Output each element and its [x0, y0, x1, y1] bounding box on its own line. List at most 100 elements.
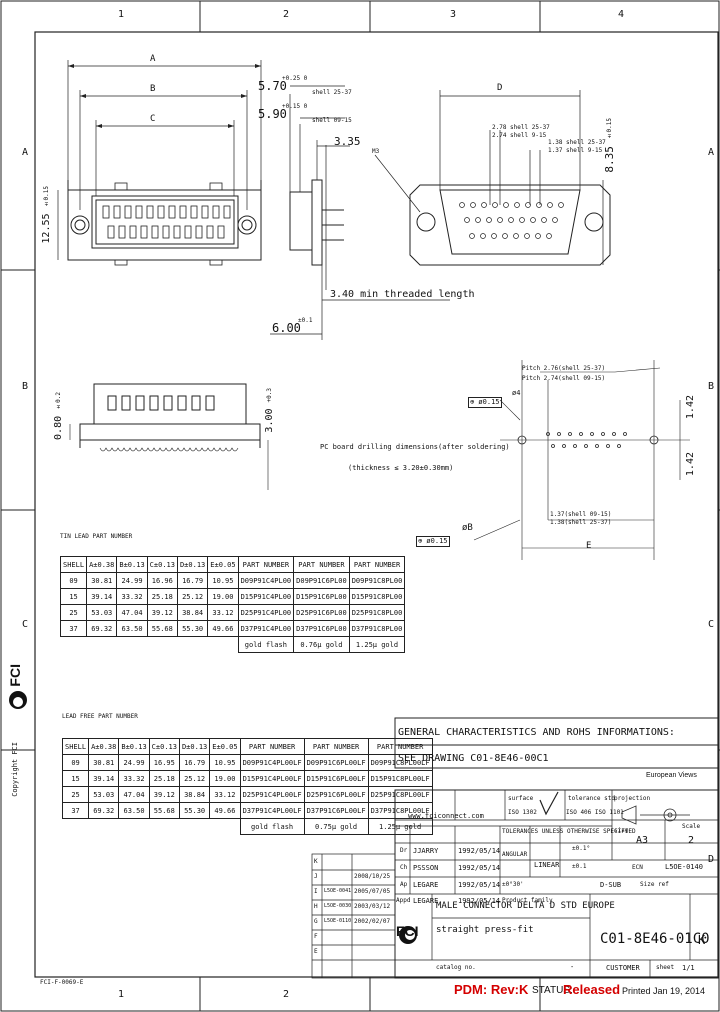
- table-header: PART NUMBER: [303, 738, 369, 755]
- dim-c: C: [150, 114, 156, 124]
- plating-label: gold flash: [239, 818, 305, 835]
- rev-letter: H: [314, 903, 318, 910]
- table-cell: D25P91C6PL00LF: [303, 786, 369, 803]
- rev-date: 2005/07/05: [354, 888, 391, 895]
- drawing-subtitle: straight press-fit: [436, 925, 534, 935]
- table-cell: 16.79: [178, 754, 211, 771]
- table-cell: 39.12: [146, 604, 178, 621]
- website-link[interactable]: www.fciconnect.com: [408, 812, 484, 820]
- table-cell: D37P91C6PL00: [293, 620, 350, 637]
- general-characteristics-note: GENERAL CHARACTERISTICS AND ROHS INFORMA…: [398, 727, 675, 738]
- pcb-tolerance-2: ⊕ ø0.15: [416, 536, 450, 547]
- tol-6-00: ±0.1: [298, 317, 313, 324]
- dsub-label: D-SUB: [600, 881, 622, 889]
- table-cell: D37P91C4PL00LF: [239, 802, 305, 819]
- table-cell: D09P91C4PL00LF: [239, 754, 305, 771]
- table-row: 15 39.14 33.32 25.18 25.12 19.00 D15P91C…: [61, 770, 433, 787]
- zone-col-1-bottom: 1: [118, 989, 125, 1000]
- table-cell: D25P91C8PL00: [348, 604, 406, 621]
- person-date: 1992/05/14: [458, 897, 501, 905]
- table-cell: D25P91C8PL00LF: [367, 786, 433, 803]
- pcb-dia-4: ø4: [512, 389, 521, 397]
- person-name: LEGARE: [413, 897, 439, 905]
- pcb-pitch-a: Pitch 2.76(shell 25-37): [522, 365, 606, 372]
- table-row: 09 30.81 24.99 16.96 16.79 10.95 D09P91C…: [59, 572, 406, 589]
- table-cell: 15: [61, 770, 90, 787]
- table-header: PART NUMBER: [239, 738, 305, 755]
- pcb-tolerance-1: ⊕ ø0.15: [468, 397, 502, 408]
- pcb-drilling-title: PC board drilling dimensions(after solde…: [320, 443, 510, 451]
- dim-5-70: 5.70: [258, 79, 287, 93]
- table-cell: 25: [59, 604, 88, 621]
- table-cell: 25.18: [146, 588, 178, 605]
- pitch-2-74: 2.74 shell 9-15: [492, 132, 547, 139]
- rev-date: 2003/03/12: [354, 903, 391, 910]
- table-cell: 25.12: [176, 588, 209, 605]
- table-row: 25 53.03 47.04 39.12 38.84 33.12 D25P91C…: [59, 604, 406, 621]
- table-header: PART NUMBER: [348, 556, 406, 573]
- plating-label: 1.25µ gold: [348, 636, 406, 653]
- table-cell: 30.81: [86, 572, 118, 589]
- table-cell: 55.68: [148, 802, 180, 819]
- dim-d: D: [497, 83, 503, 93]
- ecn-value: L5OE-0140: [665, 863, 703, 871]
- catalog-dash: -: [570, 963, 575, 971]
- table-cell: 24.99: [118, 754, 150, 771]
- form-number: FCI-F-0069-E: [40, 979, 84, 986]
- person-date: 1992/05/14: [458, 847, 501, 855]
- customer-label: CUSTOMER: [606, 964, 640, 972]
- plating-label: 0.75µ gold: [303, 818, 369, 835]
- surface-std: ISO 1302: [508, 809, 537, 816]
- zone-row-d-right: D: [708, 854, 715, 865]
- zone-row-b: B: [22, 381, 29, 392]
- see-drawing-note: SEE DRAWING C01-8E46-00C1: [398, 753, 549, 764]
- tol-5-70: +0.25 0: [282, 75, 308, 82]
- table-cell: 63.50: [118, 802, 150, 819]
- table-row: 25 53.03 47.04 39.12 38.84 33.12 D25P91C…: [61, 786, 433, 803]
- size-ref-label: Size ref: [640, 881, 669, 888]
- pcb-pitch-b: Pitch 2.74(shell 09-15): [522, 375, 606, 382]
- table-cell: D37P91C4PL00: [237, 620, 295, 637]
- table-header: PART NUMBER: [293, 556, 350, 573]
- person-role: Dr: [400, 847, 408, 854]
- ecn-label: ECN: [632, 864, 643, 871]
- drawing-number: C01-8E46-01C0: [600, 931, 710, 947]
- zone-col-2-bottom: 2: [283, 989, 290, 1000]
- person-date: 1992/05/14: [458, 881, 501, 889]
- dim-0-80: 0.80 ±0.2: [53, 392, 64, 440]
- table-header: A±0.38: [88, 738, 120, 755]
- person-name: JJARRY: [413, 847, 439, 855]
- table-cell: 63.50: [116, 620, 148, 637]
- m3-label: M3: [372, 148, 380, 155]
- table-header: C±0.13: [148, 738, 180, 755]
- rev-letter: K: [314, 858, 318, 865]
- table-header: SHELL: [61, 738, 90, 755]
- pcb-dim-1-42-a: 1.42: [685, 395, 696, 420]
- sheet-label: sheet: [656, 964, 675, 971]
- drawing-title: MALE CONNECTOR DELTA D STD EUROPE: [436, 901, 615, 911]
- table-cell: 33.32: [116, 588, 148, 605]
- table-cell: D25P91C4PL00: [237, 604, 295, 621]
- table-cell: 53.03: [88, 786, 120, 803]
- table-cell: 37: [61, 802, 90, 819]
- table-cell: 38.84: [178, 786, 211, 803]
- table-cell: 39.12: [148, 786, 180, 803]
- table-header: PART NUMBER: [237, 556, 295, 573]
- table-header: B±0.13: [118, 738, 150, 755]
- table-cell: D25P91C4PL00LF: [239, 786, 305, 803]
- shell-09-15-label: shell 09-15: [312, 117, 352, 124]
- table-cell: 53.03: [86, 604, 118, 621]
- table-cell: 19.00: [209, 770, 241, 787]
- fci-side-logo-text: FCI: [7, 664, 23, 687]
- table-cell: D25P91C6PL00: [293, 604, 350, 621]
- table-cell: 25: [61, 786, 90, 803]
- rev-ecn: L5OE-0110: [324, 918, 352, 924]
- tin-lead-part-table: SHELL A±0.38 B±0.13 C±0.13 D±0.13 E±0.05…: [59, 556, 406, 653]
- pcb-dia-b: øB: [462, 523, 473, 533]
- rev-letter: F: [314, 933, 318, 940]
- dim-b: B: [150, 84, 156, 94]
- dim-a: A: [150, 54, 156, 64]
- table-cell: 37: [59, 620, 88, 637]
- scale-value: 2: [688, 835, 695, 846]
- angular-label: ANGULAR: [502, 851, 528, 858]
